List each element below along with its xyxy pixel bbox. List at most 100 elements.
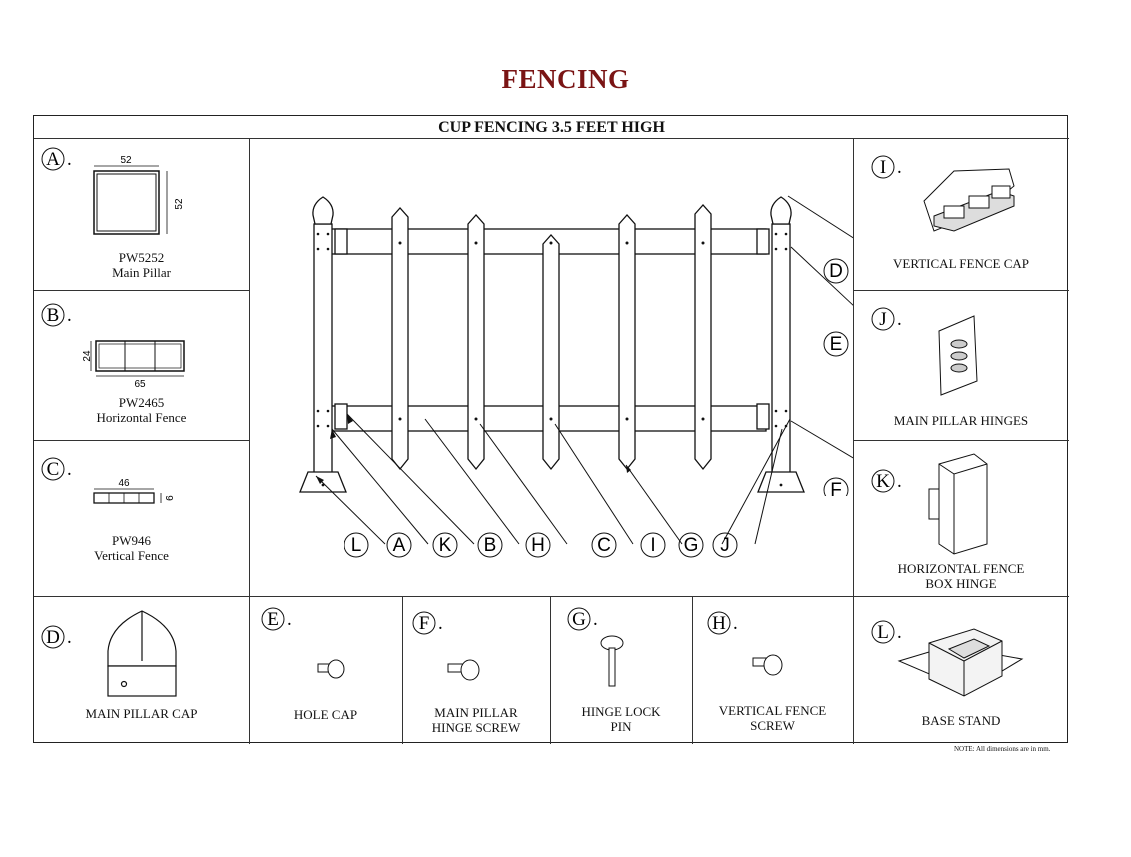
svg-text:J: J (879, 309, 886, 330)
svg-text:.: . (897, 622, 902, 643)
vertical-fence-cap-icon (923, 168, 1015, 232)
svg-text:H: H (712, 613, 726, 634)
svg-text:.: . (733, 613, 738, 634)
part-f-name-line1: MAIN PILLAR (434, 705, 518, 720)
row-divider (853, 440, 1069, 441)
fence-assembly-drawing (299, 195, 853, 545)
svg-text:D: D (829, 261, 843, 282)
part-c-name: Vertical Fence (94, 548, 169, 563)
part-b-label: B . (41, 303, 72, 327)
part-g-name-line2: PIN (610, 719, 632, 734)
vertical-picket (467, 214, 485, 471)
svg-text:.: . (897, 157, 902, 178)
part-e-label: E . (261, 607, 292, 631)
svg-text:E: E (830, 334, 843, 355)
column-divider (249, 596, 250, 744)
pillar-height-dim: 52 (174, 198, 185, 210)
part-h-name-line2: SCREW (750, 718, 795, 733)
svg-text:F: F (419, 613, 430, 634)
left-base-stand (299, 471, 347, 493)
svg-text:C: C (47, 459, 60, 480)
part-i-name: VERTICAL FENCE CAP (893, 256, 1029, 271)
vertical-picket (618, 214, 636, 471)
svg-text:.: . (287, 609, 292, 630)
vertical-picket (694, 204, 712, 471)
pillar-width-dim: 52 (120, 155, 132, 166)
main-pillar-cap-icon (107, 610, 177, 697)
svg-text:I: I (880, 157, 886, 178)
column-divider-right (853, 138, 854, 744)
left-pillar-cap (312, 196, 334, 225)
column-divider (402, 596, 403, 744)
part-l-name: BASE STAND (921, 713, 1001, 728)
part-e-name: HOLE CAP (293, 707, 358, 722)
vertical-fence-profile: 46 9 (93, 478, 174, 504)
right-base-stand (757, 471, 805, 493)
column-divider (692, 596, 693, 744)
bottom-row-divider (34, 596, 1069, 597)
svg-text:L: L (877, 622, 889, 643)
svg-text:I: I (650, 535, 655, 556)
part-a-code: PW5252 (118, 250, 165, 265)
part-a-name: Main Pillar (112, 265, 171, 280)
part-d-name: MAIN PILLAR CAP (85, 706, 198, 721)
part-c-label: C . (41, 457, 72, 481)
parts-sheet: CUP FENCING 3.5 FEET HIGH A . 52 52 PW52… (33, 115, 1069, 744)
part-j-name: MAIN PILLAR HINGES (893, 413, 1029, 428)
svg-text:K: K (439, 535, 452, 556)
svg-text:A: A (393, 535, 406, 556)
row-divider (853, 290, 1069, 291)
main-pillar-hinge-screw-icon (447, 659, 480, 681)
part-h-name-line1: VERTICAL FENCE (718, 703, 827, 718)
part-c-code: PW946 (112, 533, 151, 548)
part-f-name-line2: HINGE SCREW (431, 720, 521, 735)
sheet-title: CUP FENCING 3.5 FEET HIGH (438, 119, 665, 136)
page-title: FENCING (501, 64, 630, 94)
column-divider-left (249, 138, 250, 596)
svg-text:.: . (67, 627, 72, 648)
part-i-label: I . (871, 155, 902, 179)
vertical-picket (391, 207, 409, 471)
part-k-label: K . (871, 469, 902, 493)
part-l-label: L . (871, 620, 902, 644)
fence-width-dim: 65 (134, 379, 146, 388)
svg-text:C: C (597, 535, 611, 556)
part-b-code: PW2465 (118, 395, 165, 410)
part-k-name-line1: HORIZONTAL FENCE (897, 561, 1025, 576)
svg-text:.: . (67, 149, 72, 170)
horizontal-fence-profile: 65 24 (82, 340, 185, 388)
vertical-picket (542, 234, 560, 471)
horizontal-fence-box-hinge-icon (928, 453, 988, 555)
right-callout-column: D E F (823, 258, 849, 496)
vertical-fence-screw-icon (752, 654, 783, 676)
dimensions-note: NOTE: All dimensions are in mm. (954, 745, 1051, 753)
svg-text:.: . (593, 609, 598, 630)
svg-text:A: A (46, 149, 60, 170)
part-j-label: J . (871, 307, 902, 331)
part-g-name-line1: HINGE LOCK (581, 704, 661, 719)
svg-text:G: G (684, 535, 699, 556)
svg-text:J: J (720, 535, 730, 556)
part-a-label: A . (41, 147, 72, 171)
vertical-fence-width-dim: 46 (118, 478, 130, 489)
title-divider (34, 138, 1069, 139)
svg-text:F: F (830, 480, 842, 496)
svg-text:G: G (572, 609, 586, 630)
svg-text:H: H (531, 535, 545, 556)
svg-text:L: L (351, 535, 362, 556)
part-k-name-line2: BOX HINGE (925, 576, 997, 591)
part-f-label: F . (412, 611, 443, 635)
svg-text:.: . (897, 471, 902, 492)
part-d-label: D . (41, 625, 72, 649)
main-pillar-profile: 52 52 (93, 155, 185, 235)
right-pillar-cap (770, 196, 792, 225)
row-divider (34, 440, 249, 441)
column-divider (550, 596, 551, 744)
svg-text:.: . (438, 613, 443, 634)
svg-text:K: K (876, 471, 890, 492)
svg-text:.: . (67, 305, 72, 326)
fence-height-dim: 24 (82, 350, 93, 362)
base-stand-icon (897, 628, 1024, 697)
hole-cap-icon (317, 659, 345, 679)
part-g-label: G . (567, 607, 598, 631)
